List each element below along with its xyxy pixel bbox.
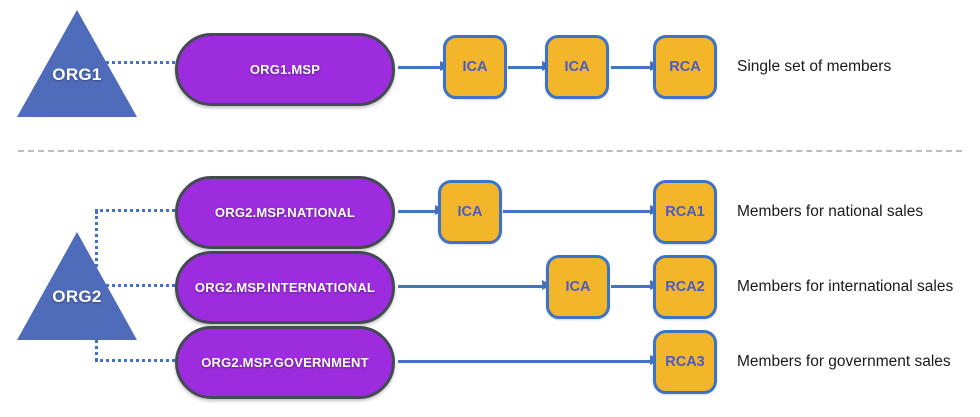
org2-rca2-label: RCA2: [665, 279, 705, 295]
org1-ica2-box: ICA: [545, 35, 609, 99]
org2-international-caption: Members for international sales: [737, 278, 954, 295]
org2-national-dotted-vertical: [95, 211, 98, 267]
arrow-org1-msp-to-ica1: [398, 61, 450, 71]
org2-national-ica-box: ICA: [438, 180, 502, 244]
org2-international-dotted-horizontal: [106, 284, 175, 287]
org2-government-msp-pill: ORG2.MSP.GOVERNMENT: [175, 326, 395, 399]
org2-national-msp-label: ORG2.MSP.NATIONAL: [214, 205, 356, 220]
arrow-government-msp-to-rca3: [398, 355, 660, 365]
org1-rca-box: RCA: [653, 35, 717, 99]
org2-rca2-box: RCA2: [653, 255, 717, 319]
org2-national-dotted-horizontal: [95, 209, 175, 212]
org1-ica2-label: ICA: [564, 59, 590, 75]
org1-triangle-label: ORG1: [52, 65, 102, 84]
arrow-international-msp-to-ica: [398, 280, 552, 290]
org2-triangle-label: ORG2: [52, 287, 102, 306]
org2-international-ica-box: ICA: [546, 255, 610, 319]
org1-ica1-box: ICA: [443, 35, 507, 99]
org2-government-dotted-horizontal: [95, 359, 175, 362]
org2-national-ica-label: ICA: [457, 204, 483, 220]
org2-international-ica-label: ICA: [565, 279, 591, 295]
org1-ica1-label: ICA: [462, 59, 488, 75]
org2-government-dotted-vertical: [95, 340, 98, 361]
org1-msp-label: ORG1.MSP: [249, 62, 321, 77]
org2-rca1-box: RCA1: [653, 180, 717, 244]
org1-dotted-connector: [106, 61, 175, 64]
org1-rca-label: RCA: [669, 59, 701, 75]
section-divider: [18, 150, 962, 152]
org2-rca1-label: RCA1: [665, 204, 705, 220]
org2-national-caption: Members for national sales: [737, 203, 924, 220]
arrow-national-ica-to-rca1: [503, 205, 660, 215]
org2-international-msp-label: ORG2.MSP.INTERNATIONAL: [194, 280, 376, 295]
arrow-national-msp-to-ica: [398, 205, 445, 215]
org2-rca3-box: RCA3: [653, 330, 717, 394]
org2-rca3-label: RCA3: [665, 354, 705, 370]
org2-national-msp-pill: ORG2.MSP.NATIONAL: [175, 176, 395, 249]
org2-international-msp-pill: ORG2.MSP.INTERNATIONAL: [175, 251, 395, 324]
org2-government-msp-label: ORG2.MSP.GOVERNMENT: [201, 355, 369, 370]
arrow-international-ica-to-rca2: [611, 280, 660, 290]
arrow-org1-ica2-to-rca: [611, 61, 660, 71]
arrow-org1-ica1-to-ica2: [508, 61, 552, 71]
org1-msp-pill: ORG1.MSP: [175, 33, 395, 106]
org1-caption: Single set of members: [737, 58, 892, 75]
org2-government-caption: Members for government sales: [737, 353, 951, 370]
